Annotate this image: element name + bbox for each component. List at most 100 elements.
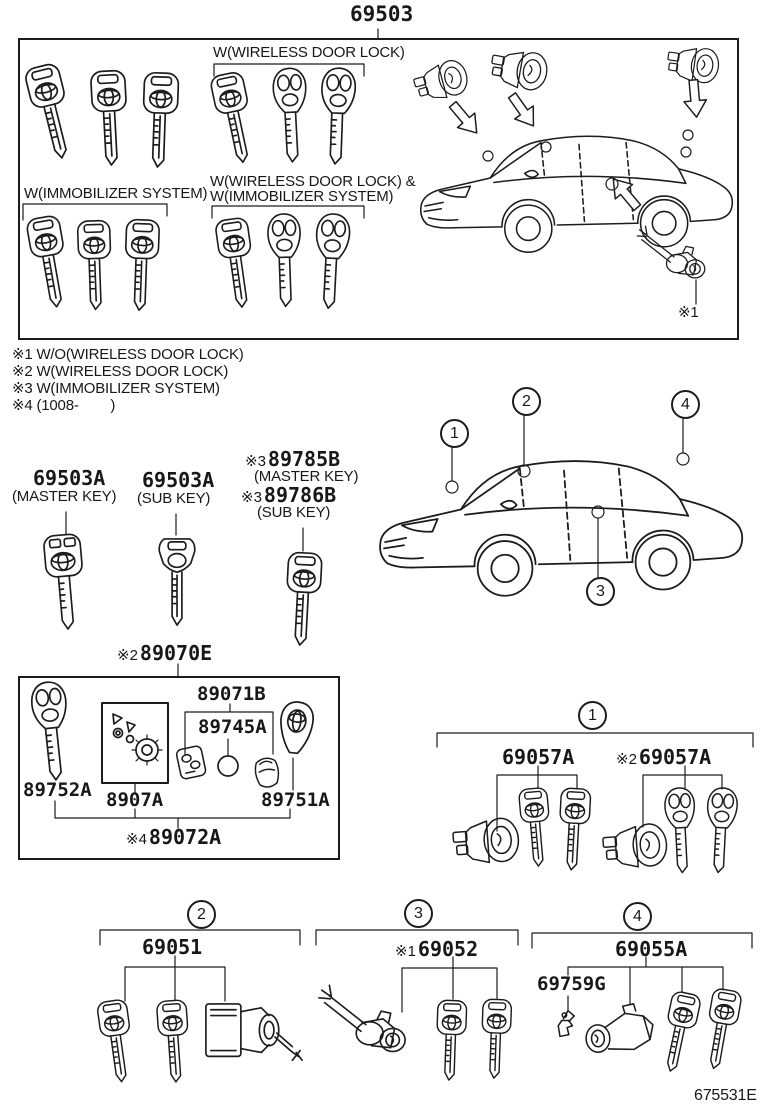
key-icon — [479, 998, 513, 1080]
note-3: ※3 W(IMMOBILIZER SYSTEM) — [12, 380, 220, 397]
part-number-8907a: 8907A — [106, 789, 164, 811]
lock-point — [682, 129, 694, 141]
lock-point — [517, 464, 531, 478]
set-bracket — [54, 800, 291, 829]
note-1: ※1 W/O(WIRELESS DOOR LOCK) — [12, 346, 244, 363]
car-callout-2: 2 — [512, 387, 541, 416]
note-4: ※4 (1008- ) — [12, 397, 116, 414]
sub-key-icon — [158, 538, 196, 626]
small-part — [125, 734, 135, 744]
top-box-art — [22, 42, 734, 312]
ref3-mark: ※3 — [245, 453, 266, 470]
callout-leaders — [451, 411, 684, 578]
key-icon — [76, 219, 114, 311]
combo-label-line1: W(WIRELESS DOOR LOCK) & — [210, 173, 416, 190]
battery-icon — [217, 755, 239, 777]
part-number-69057a: 69057A — [502, 745, 575, 769]
door-lock-cylinder-icon — [636, 225, 706, 279]
car-illustration — [419, 135, 734, 254]
section-bracket — [531, 932, 753, 949]
small-part — [131, 734, 163, 766]
ref2-mark: ※2 — [616, 751, 637, 768]
part-number-89751a: 89751A — [261, 789, 330, 811]
section-bracket — [99, 929, 301, 946]
ref2-mark: ※2 — [117, 647, 138, 664]
key-icon — [22, 61, 81, 163]
part-number-sub-key: 69503A — [142, 468, 215, 492]
section-bracket — [315, 929, 519, 946]
hardware-kit-box — [101, 702, 169, 784]
ref1-mark: ※1 — [395, 943, 416, 960]
part-number-69759g: 69759G — [537, 973, 606, 995]
key-icon — [89, 69, 131, 167]
section3-number: 3 — [404, 899, 433, 928]
lock-point — [676, 452, 690, 466]
combo-label-line2: W(IMMOBILIZER SYSTEM) — [210, 188, 394, 205]
ref3-mark: ※3 — [241, 489, 262, 506]
group-bracket — [642, 765, 723, 828]
section4-number: 4 — [623, 902, 652, 931]
lock-point — [591, 505, 605, 519]
part-number-89071b: 89071B — [197, 683, 266, 705]
immobilizer-bracket — [22, 203, 168, 221]
transmitter-module-icon — [174, 744, 208, 781]
key-icon — [122, 218, 161, 312]
ignition-cylinder-icon — [451, 816, 521, 866]
arrow-icon — [443, 96, 487, 141]
key-icon — [699, 986, 744, 1072]
key-icon — [155, 998, 193, 1084]
lock-point — [445, 480, 459, 494]
lock-point — [540, 141, 552, 153]
key-icon — [208, 70, 261, 167]
middle-keys-art — [42, 511, 324, 647]
small-part — [112, 713, 123, 725]
cover-shell-icon — [276, 699, 316, 756]
car-callout-4: 4 — [671, 390, 700, 419]
section1-number: 1 — [578, 701, 607, 730]
note-2: ※2 W(WIRELESS DOOR LOCK) — [12, 363, 229, 380]
remote-key-icon — [663, 786, 699, 875]
wireless-bracket — [213, 63, 365, 77]
key-icon — [213, 216, 260, 311]
small-part — [126, 721, 136, 733]
sub-key-kind: (SUB KEY) — [137, 490, 211, 507]
immobilizer-system-label: W(IMMOBILIZER SYSTEM) — [24, 185, 208, 202]
module-bracket — [184, 703, 274, 755]
remote-key-icon — [311, 212, 352, 310]
transmitter-box-art — [28, 663, 316, 829]
group-bracket — [496, 765, 578, 832]
callout-car-art — [379, 411, 744, 597]
transmitter-key-icon — [28, 679, 75, 783]
section1-art — [436, 732, 754, 875]
leader-lines — [65, 511, 304, 552]
lock-cylinder-icon — [664, 42, 722, 86]
small-part — [115, 730, 121, 736]
arrow-icon — [502, 88, 544, 134]
immo-master-kind: (MASTER KEY) — [254, 468, 359, 485]
section3-art — [315, 929, 519, 1082]
lock-point — [482, 150, 494, 162]
part-number-89745a: 89745A — [198, 716, 267, 738]
master-key-kind: (MASTER KEY) — [12, 488, 117, 505]
section-bracket — [436, 732, 754, 748]
lock-cylinder-icon — [410, 56, 472, 106]
key-icon — [517, 786, 555, 869]
door-lock-cylinder-icon — [318, 984, 406, 1053]
lock-point — [605, 177, 619, 191]
group-bracket — [401, 956, 498, 1013]
diagram-code: 675531E — [694, 1087, 757, 1104]
part-number-69055a: 69055A — [615, 937, 688, 961]
immo-sub-kind: (SUB KEY) — [257, 504, 331, 521]
page-title: 69503 — [350, 2, 414, 26]
small-part — [141, 744, 153, 756]
section4-art — [531, 932, 753, 1076]
transmitter-box — [18, 676, 340, 860]
car-illustration — [379, 460, 744, 597]
